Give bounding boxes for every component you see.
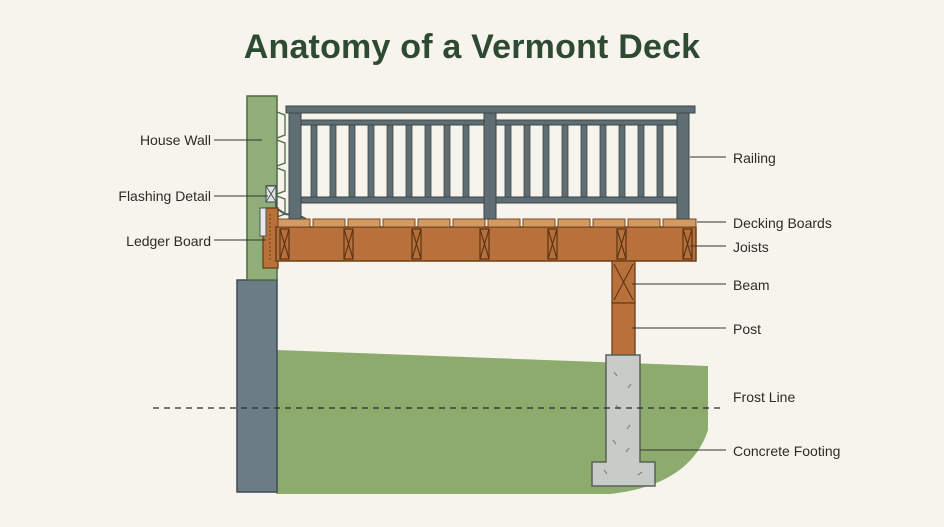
label-beam: Beam <box>733 277 770 293</box>
leader-lines <box>214 139 726 451</box>
ledger-plate <box>259 207 267 237</box>
post <box>611 302 636 356</box>
label-post: Post <box>733 321 762 337</box>
railing <box>285 105 696 220</box>
foundation-wall <box>236 279 278 493</box>
label-flashing-detail: Flashing Detail <box>118 188 211 204</box>
label-decking-boards: Decking Boards <box>733 215 832 231</box>
concrete-footing <box>591 354 656 487</box>
label-railing: Railing <box>733 150 776 166</box>
label-joists: Joists <box>733 239 769 255</box>
label-concrete-footing: Concrete Footing <box>733 443 841 459</box>
label-ledger-board: Ledger Board <box>126 233 211 249</box>
siding-laps <box>276 111 286 218</box>
label-frost-line: Frost Line <box>733 389 796 405</box>
label-house-wall: House Wall <box>139 132 211 148</box>
decking-boards <box>277 218 697 228</box>
concrete-speckles <box>603 371 643 476</box>
page-title: Anatomy of a Vermont Deck <box>243 28 701 66</box>
ground <box>276 350 708 494</box>
joist-band <box>275 226 697 262</box>
joist-ends <box>279 228 693 260</box>
balusters <box>310 124 664 198</box>
